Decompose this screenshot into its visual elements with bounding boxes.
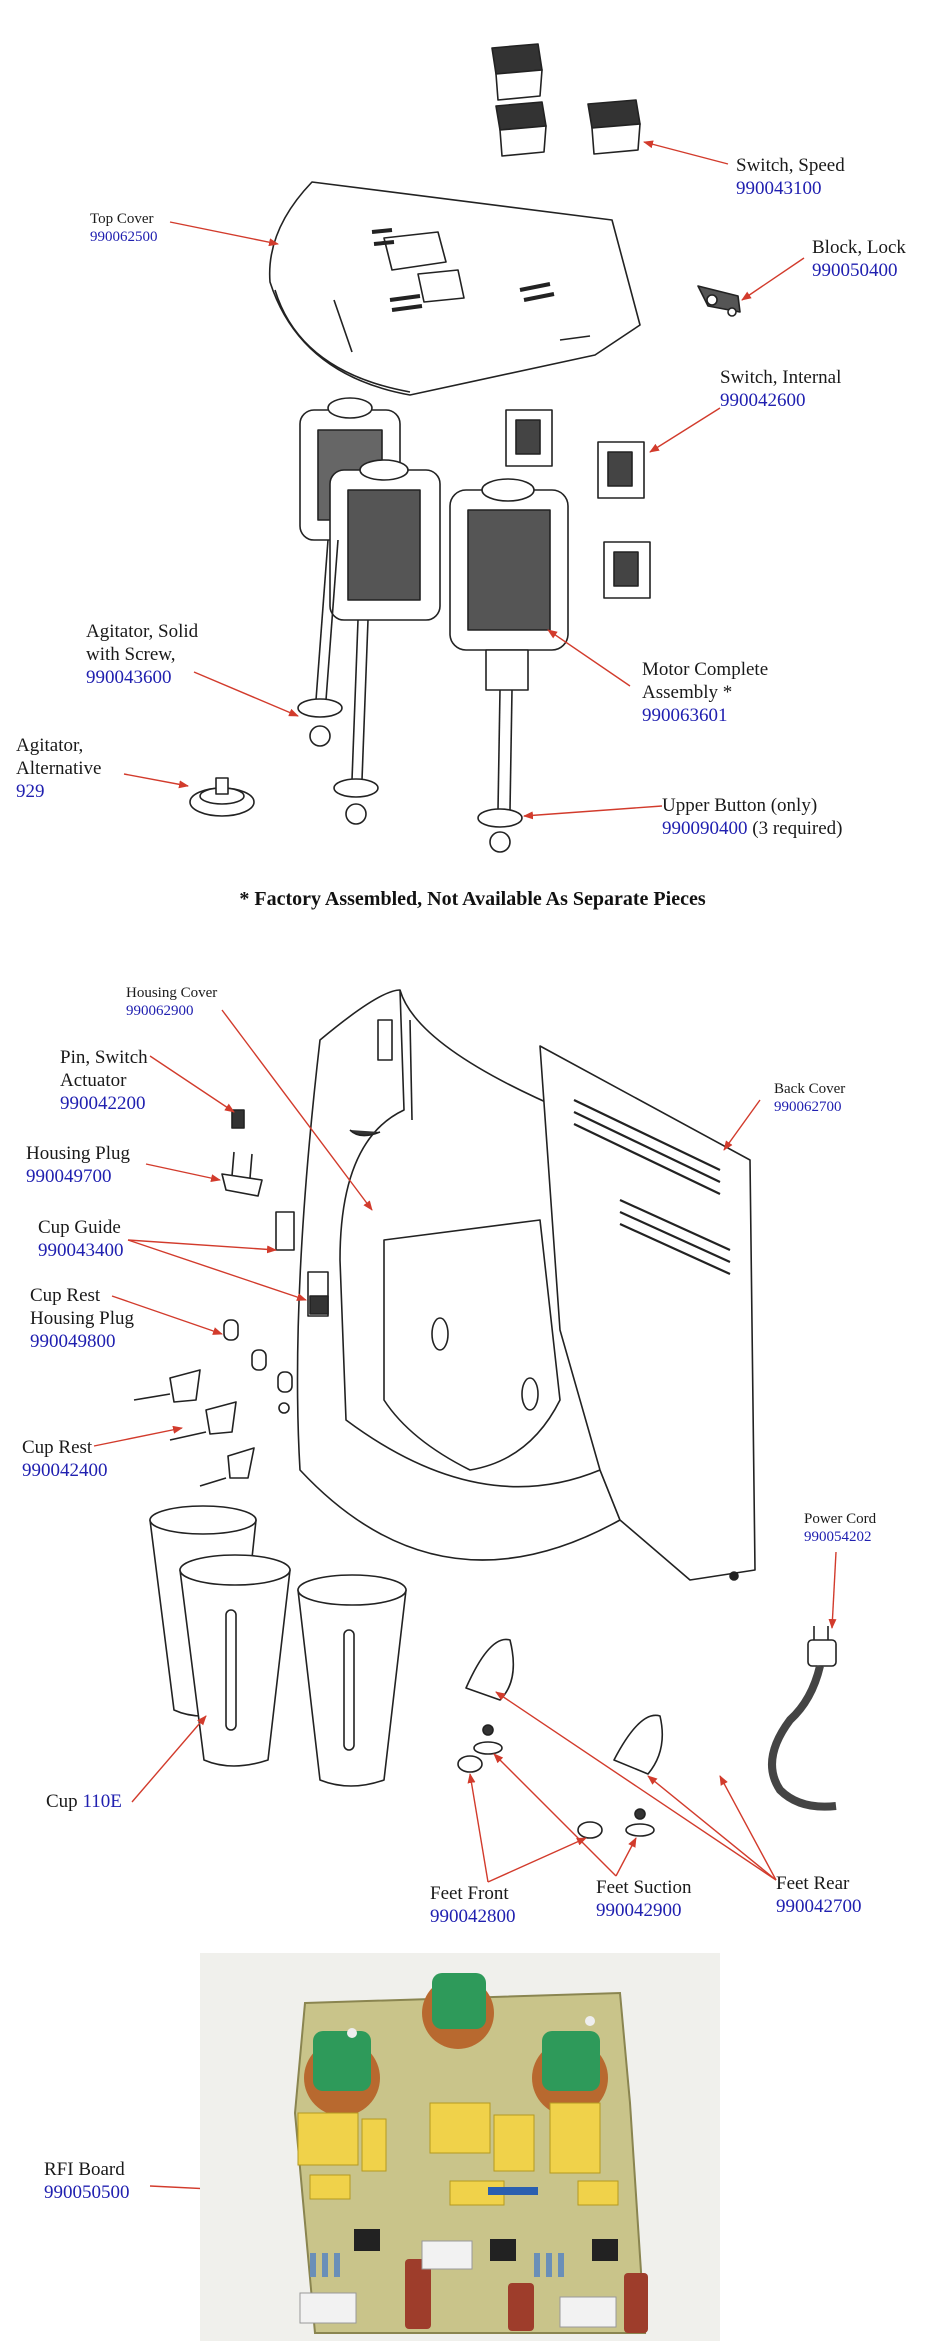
- label-back-cover: Back Cover 990062700: [774, 1080, 845, 1117]
- upper-button-name: Upper Button (only): [662, 795, 818, 816]
- power-cord-part: [768, 1626, 837, 1811]
- switch-internal-number: 990042600: [720, 390, 806, 412]
- label-pin-switch-actuator: Pin, Switch Actuator 990042200: [60, 1046, 148, 1116]
- label-cup-rest: Cup Rest 990042400: [22, 1436, 108, 1482]
- pin-switch-name-2: Actuator: [60, 1070, 127, 1092]
- cups-part: [149, 1505, 407, 1787]
- lock-block-part: [697, 285, 741, 317]
- agitator-alt-number: 929: [16, 781, 45, 803]
- switch-speed-number: 990043100: [736, 178, 822, 200]
- speed-switch-top-part: [491, 43, 543, 101]
- label-housing-plug: Housing Plug 990049700: [26, 1142, 130, 1188]
- label-cup-guide: Cup Guide 990043400: [38, 1216, 124, 1262]
- agitator-solid-number: 990043600: [86, 667, 172, 689]
- motor-pair-part: [299, 397, 441, 781]
- label-rfi-board: RFI Board 990050500: [44, 2158, 130, 2204]
- cup-name: Cup: [46, 1791, 78, 1812]
- feet-front-part: [457, 1755, 603, 1839]
- label-feet-rear: Feet Rear 990042700: [776, 1872, 862, 1918]
- leader-lines: [93, 140, 837, 2198]
- cup-guide-number: 990043400: [38, 1240, 124, 1262]
- internal-switches-part: [505, 409, 651, 599]
- factory-assembled-note: * Factory Assembled, Not Available As Se…: [239, 888, 706, 910]
- housing-cover-part: [296, 989, 641, 1561]
- feet-rear-name: Feet Rear: [776, 1873, 850, 1894]
- block-lock-number: 990050400: [812, 260, 898, 282]
- feet-rear-part: [465, 1638, 664, 1775]
- agitator-alt-name-1: Agitator,: [16, 735, 84, 756]
- feet-rear-number: 990042700: [776, 1896, 862, 1918]
- motor-right-part: [449, 478, 569, 811]
- motor-complete-name-1: Motor Complete: [642, 659, 769, 680]
- upper-button-number: 990090400: [662, 818, 748, 840]
- label-block-lock: Block, Lock 990050400: [812, 236, 906, 282]
- power-cord-number: 990054202: [804, 1529, 872, 1546]
- agitator-solid-part: [297, 698, 379, 825]
- label-agitator-solid: Agitator, Solid with Screw, 990043600: [86, 620, 198, 690]
- cup-rest-plug-name-1: Cup Rest: [30, 1285, 101, 1306]
- label-cup: Cup 110E: [46, 1790, 122, 1813]
- label-top-cover: Top Cover 990062500: [90, 210, 158, 247]
- agitator-alt-name-2: Alternative: [16, 758, 102, 780]
- back-cover-number: 990062700: [774, 1099, 842, 1116]
- upper-button-part: [477, 808, 523, 853]
- pin-switch-actuator-part: [231, 1109, 245, 1129]
- top-cover-number: 990062500: [90, 229, 158, 246]
- speed-switch-mid-part: [495, 101, 547, 157]
- label-agitator-alternative: Agitator, Alternative 929: [16, 734, 101, 804]
- label-power-cord: Power Cord 990054202: [804, 1510, 876, 1547]
- label-cup-rest-housing-plug: Cup Rest Housing Plug 990049800: [30, 1284, 134, 1354]
- agitator-solid-name-1: Agitator, Solid: [86, 621, 199, 642]
- feet-suction-number: 990042900: [596, 1900, 682, 1922]
- label-feet-front: Feet Front 990042800: [430, 1882, 516, 1928]
- motor-complete-name-2: Assembly *: [642, 682, 733, 704]
- motor-complete-number: 990063601: [642, 705, 728, 727]
- feet-suction-name: Feet Suction: [596, 1877, 692, 1898]
- pin-switch-number: 990042200: [60, 1093, 146, 1115]
- back-cover-part: [539, 1045, 756, 1581]
- cup-rest-plug-name-2: Housing Plug: [30, 1308, 134, 1330]
- housing-body-part: [383, 1219, 561, 1471]
- agitator-solid-name-2: with Screw,: [86, 644, 176, 666]
- switch-internal-name: Switch, Internal: [720, 367, 842, 388]
- cup-rest-part: [133, 1369, 255, 1487]
- back-cover-name: Back Cover: [774, 1081, 846, 1097]
- block-lock-name: Block, Lock: [812, 237, 906, 258]
- cup-rest-name: Cup Rest: [22, 1437, 93, 1458]
- label-upper-button: Upper Button (only) 990090400 (3 require…: [662, 794, 842, 840]
- top-cover-name: Top Cover: [90, 211, 154, 227]
- label-switch-internal: Switch, Internal 990042600: [720, 366, 841, 412]
- housing-plug-number: 990049700: [26, 1166, 112, 1188]
- cup-rest-housing-plug-part: [223, 1319, 293, 1414]
- feet-front-name: Feet Front: [430, 1883, 509, 1904]
- cup-rest-number: 990042400: [22, 1460, 108, 1482]
- label-housing-cover: Housing Cover 990062900: [126, 984, 217, 1021]
- cup-number: 110E: [82, 1791, 122, 1812]
- housing-plug-name: Housing Plug: [26, 1143, 130, 1164]
- housing-cover-name: Housing Cover: [126, 985, 218, 1001]
- feet-suction-part: [473, 1724, 655, 1837]
- power-cord-name: Power Cord: [804, 1511, 877, 1527]
- label-feet-suction: Feet Suction 990042900: [596, 1876, 692, 1922]
- feet-front-number: 990042800: [430, 1906, 516, 1928]
- agitator-alternative-part: [189, 777, 255, 817]
- cup-guide-name: Cup Guide: [38, 1217, 121, 1238]
- housing-plug-part: [221, 1151, 263, 1197]
- speed-switch-right-part: [587, 99, 641, 155]
- cup-guide-part: [275, 1211, 329, 1317]
- top-cover-part: [268, 181, 641, 396]
- rfi-board-photo: [200, 1953, 720, 2341]
- rfi-board-number: 990050500: [44, 2182, 130, 2204]
- rfi-board-name: RFI Board: [44, 2159, 125, 2180]
- cup-rest-plug-number: 990049800: [30, 1331, 116, 1353]
- upper-button-qty: (3 required): [752, 818, 843, 840]
- label-motor-complete: Motor Complete Assembly * 990063601: [642, 658, 768, 728]
- label-switch-speed: Switch, Speed 990043100: [736, 154, 845, 200]
- housing-cover-number: 990062900: [126, 1003, 194, 1020]
- pin-switch-name-1: Pin, Switch: [60, 1047, 148, 1068]
- switch-speed-name: Switch, Speed: [736, 155, 845, 176]
